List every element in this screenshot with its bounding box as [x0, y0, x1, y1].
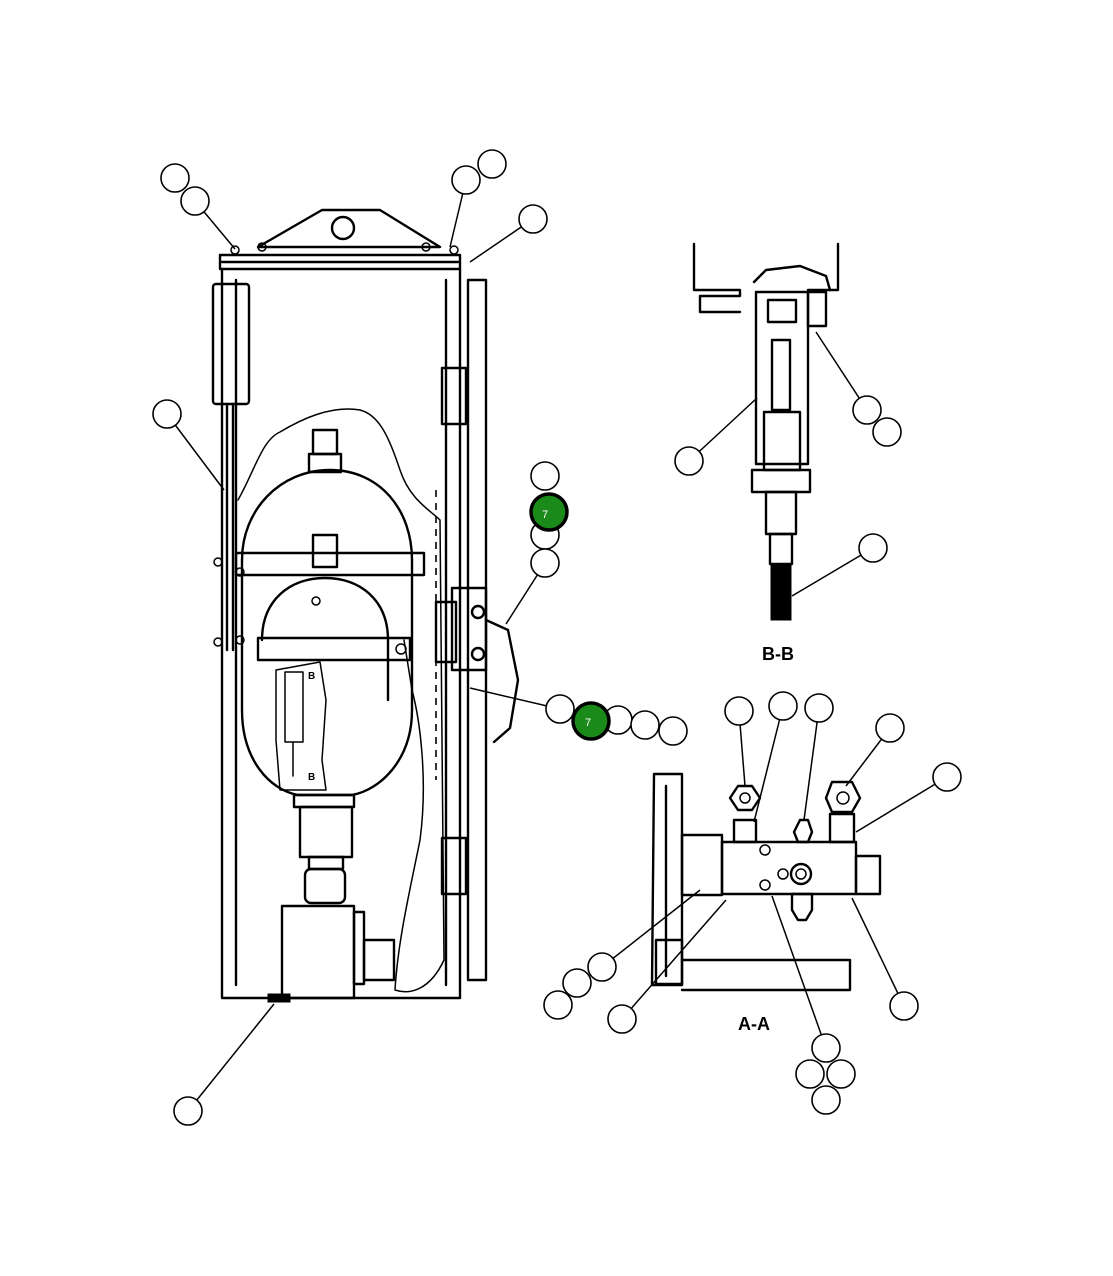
- callout-bubble[interactable]: [630, 710, 660, 740]
- manifold-block: [720, 840, 858, 896]
- main-assembly-view: B B: [211, 208, 520, 1003]
- latch-handle: [484, 618, 520, 744]
- section-a-label: A-A: [738, 1014, 770, 1034]
- upper-hinge: [440, 366, 468, 426]
- lower-clamp: [256, 636, 412, 662]
- section-b-housing: [754, 290, 810, 466]
- callout-bubble[interactable]: [852, 395, 882, 425]
- callout-bubble[interactable]: [530, 548, 560, 578]
- top-bracket-hole: [330, 215, 356, 241]
- section-b-b-view: B-B: [692, 242, 840, 664]
- section-b-probe: [770, 563, 792, 621]
- callout-bubble[interactable]: [477, 149, 507, 179]
- callout-bubble[interactable]: [811, 1085, 841, 1115]
- callout-bubble[interactable]: [152, 399, 182, 429]
- callout-bubble[interactable]: [804, 693, 834, 723]
- accumulator-base: [298, 805, 354, 859]
- callout-bubble[interactable]: [811, 1033, 841, 1063]
- callout-bubble[interactable]: [872, 417, 902, 447]
- callout-bubble[interactable]: [530, 461, 560, 491]
- section-b-label: B-B: [762, 644, 794, 664]
- section-a-a-view: A-A: [650, 772, 882, 1034]
- callout-bubble[interactable]: [795, 1059, 825, 1089]
- callout-bubble[interactable]: [451, 165, 481, 195]
- callout-bubbles: 7 7: [152, 149, 962, 1126]
- callout-bubble[interactable]: [180, 186, 210, 216]
- latch-body: [450, 586, 488, 672]
- callout-bubble[interactable]: [858, 533, 888, 563]
- callout-bubble[interactable]: [674, 446, 704, 476]
- upper-clamp: [234, 551, 426, 577]
- gas-spring-body: [211, 282, 251, 406]
- outer-frame: [220, 267, 462, 1000]
- callout-bubble[interactable]: [562, 968, 592, 998]
- callout-bubble[interactable]: [607, 1004, 637, 1034]
- callout-bubble[interactable]: [587, 952, 617, 982]
- lower-hinge: [440, 836, 468, 896]
- callout-bubble[interactable]: [768, 691, 798, 721]
- section-marker-b-bottom: B: [308, 772, 315, 783]
- callout-bubble[interactable]: [543, 990, 573, 1020]
- highlighted-callout-2[interactable]: 7: [571, 701, 611, 741]
- callout-bubble[interactable]: [932, 762, 962, 792]
- callout-bubble[interactable]: [160, 163, 190, 193]
- callout-bubble[interactable]: [826, 1059, 856, 1089]
- leader-lines: [166, 179, 948, 1112]
- callout-bubble[interactable]: [545, 694, 575, 724]
- top-plate: [218, 253, 462, 271]
- callout-bubble[interactable]: [658, 716, 688, 746]
- top-bracket: [256, 208, 442, 249]
- callout-bubble[interactable]: [518, 204, 548, 234]
- door-panel: [466, 278, 488, 982]
- highlighted-callout-1[interactable]: 7: [529, 492, 569, 532]
- callout-bubble[interactable]: [724, 696, 754, 726]
- callout-bubble[interactable]: [173, 1096, 203, 1126]
- valve-block: [280, 904, 356, 1000]
- callout-bubble[interactable]: [889, 991, 919, 1021]
- section-marker-b-top: B: [308, 671, 315, 682]
- accumulator: [240, 468, 414, 797]
- cutaway-outline: [237, 408, 445, 993]
- section-b-nut: [750, 468, 812, 494]
- callout-bubble[interactable]: [875, 713, 905, 743]
